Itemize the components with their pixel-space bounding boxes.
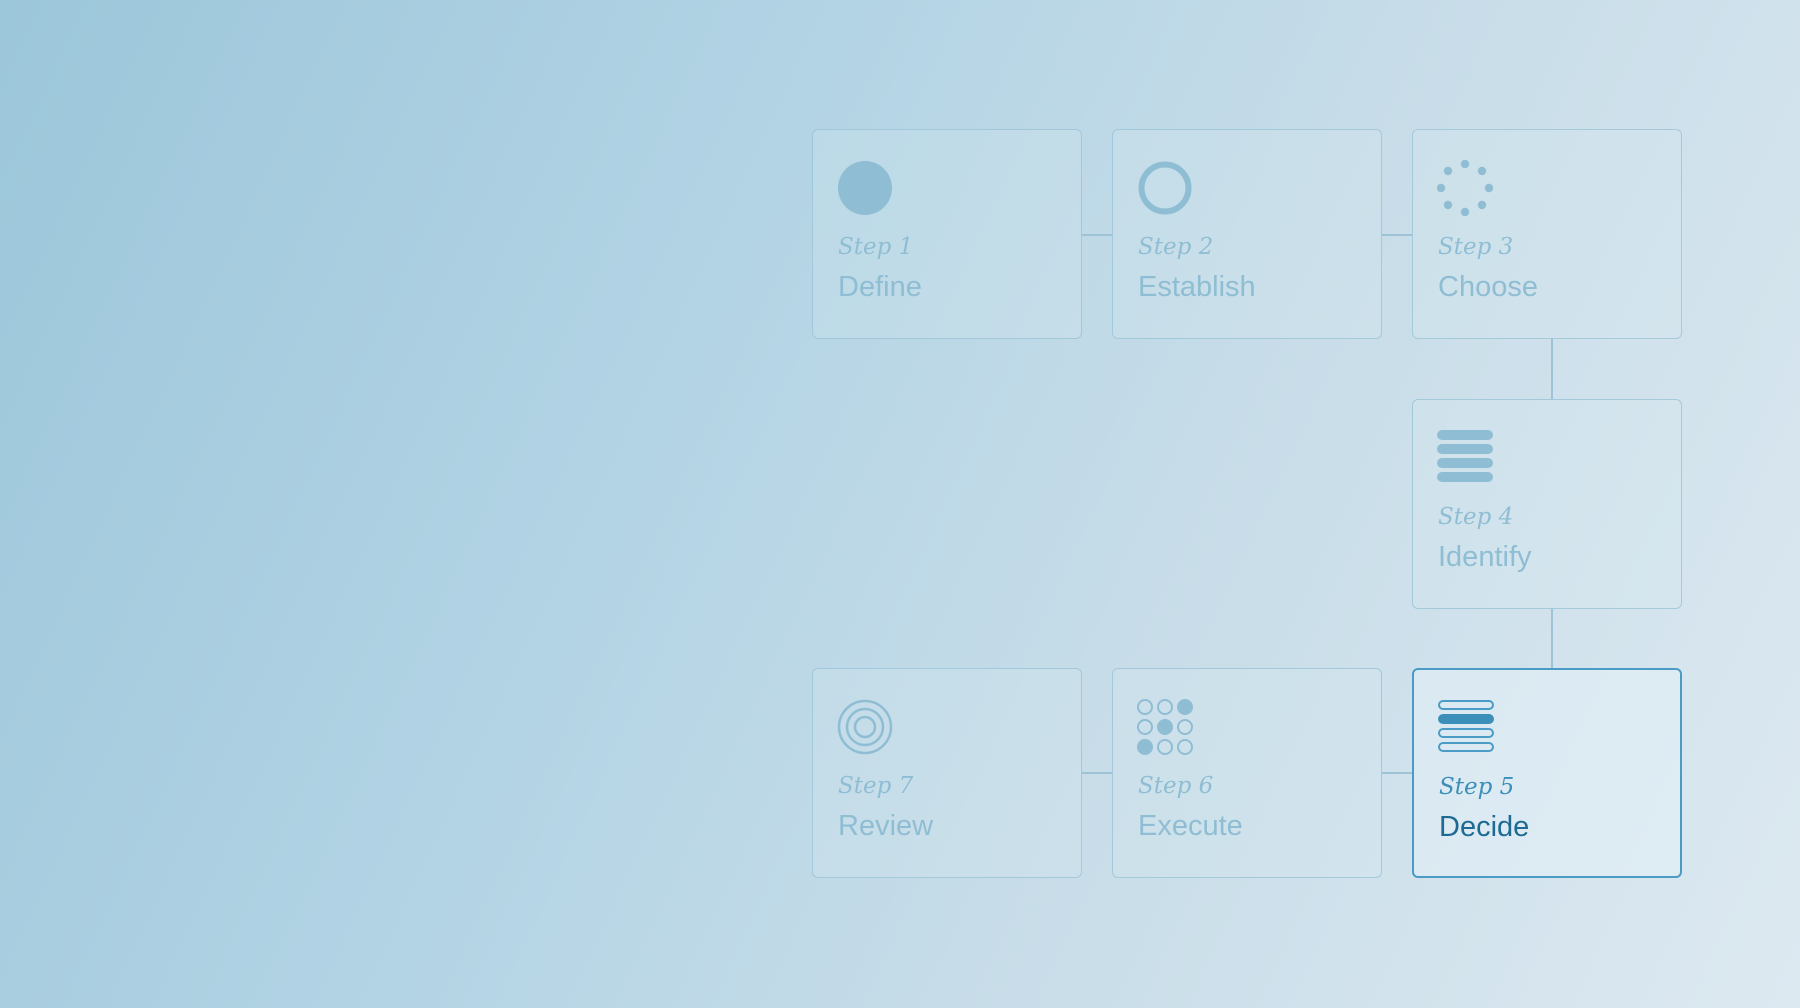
step-card-3[interactable]: Step 3 Choose [1412, 129, 1682, 339]
connector-step6-step7 [1082, 772, 1112, 774]
step-label: Step 1 [838, 234, 914, 260]
step-title: Decide [1439, 811, 1530, 843]
step-label: Step 7 [838, 773, 914, 799]
connector-step2-step3 [1382, 234, 1412, 236]
concentric-circles-icon [837, 699, 893, 755]
step-card-7[interactable]: Step 7 Review [812, 668, 1082, 878]
connector-step1-step2 [1082, 234, 1112, 236]
step-label: Step 5 [1439, 774, 1515, 800]
step-label: Step 3 [1438, 234, 1514, 260]
step-title: Identify [1438, 541, 1532, 573]
step-card-4[interactable]: Step 4 Identify [1412, 399, 1682, 609]
dotted-circle-icon [1437, 160, 1493, 216]
ring-icon [1138, 161, 1192, 215]
step-label: Step 2 [1138, 234, 1214, 260]
list-selected-icon [1438, 700, 1494, 752]
step-card-5[interactable]: Step 5 Decide [1412, 668, 1682, 878]
dot-grid-icon [1137, 699, 1193, 755]
step-card-1[interactable]: Step 1 Define [812, 129, 1082, 339]
filled-circle-icon [838, 161, 892, 215]
step-card-2[interactable]: Step 2 Establish [1112, 129, 1382, 339]
step-title: Choose [1438, 271, 1538, 303]
step-title: Define [838, 271, 922, 303]
step-card-6[interactable]: Step 6 Execute [1112, 668, 1382, 878]
step-title: Establish [1138, 271, 1256, 303]
step-title: Execute [1138, 810, 1243, 842]
step-label: Step 6 [1138, 773, 1214, 799]
step-label: Step 4 [1438, 504, 1514, 530]
connector-step4-step5 [1551, 609, 1553, 669]
step-title: Review [838, 810, 934, 842]
connector-step3-step4 [1551, 339, 1553, 399]
stacked-bars-icon [1437, 430, 1493, 482]
connector-step5-step6 [1382, 772, 1412, 774]
